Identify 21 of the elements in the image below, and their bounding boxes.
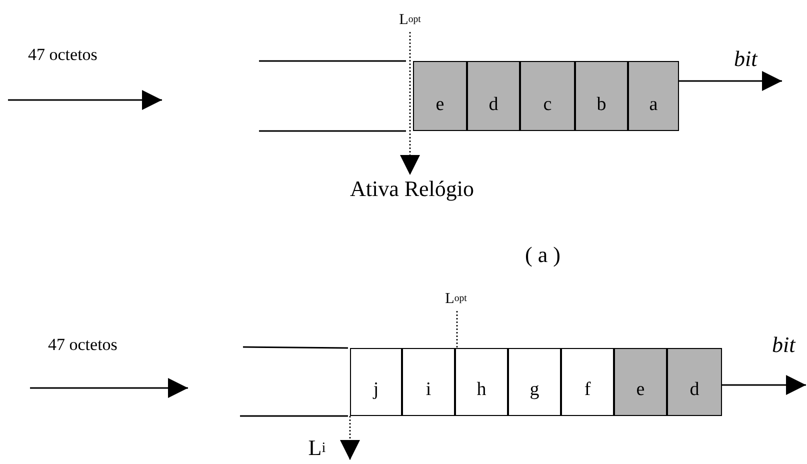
queue-slot: e (614, 348, 667, 416)
queue-slot: a (628, 61, 679, 131)
queue-slot: f (561, 348, 614, 416)
queue-slot: j (350, 348, 402, 416)
queue-slot: b (575, 61, 628, 131)
dotted-arrow (340, 416, 360, 460)
queue-slot: h (455, 348, 508, 416)
dotted-line (456, 311, 458, 348)
arrow (722, 375, 806, 395)
queue-slot: d (667, 348, 722, 416)
queue-slot: g (508, 348, 561, 416)
queue-slot: e (413, 61, 467, 131)
text-label: 47 octetos (48, 336, 118, 353)
text-label: Ativa Relógio (352, 175, 472, 203)
arrow (679, 71, 782, 91)
text-label: 47 octetos (28, 46, 98, 63)
dotted-arrow (400, 32, 420, 175)
queue-slot: d (467, 61, 520, 131)
queue-slot: i (402, 348, 455, 416)
queue-slot: c (520, 61, 575, 131)
figure-caption: ( a ) (525, 244, 560, 266)
